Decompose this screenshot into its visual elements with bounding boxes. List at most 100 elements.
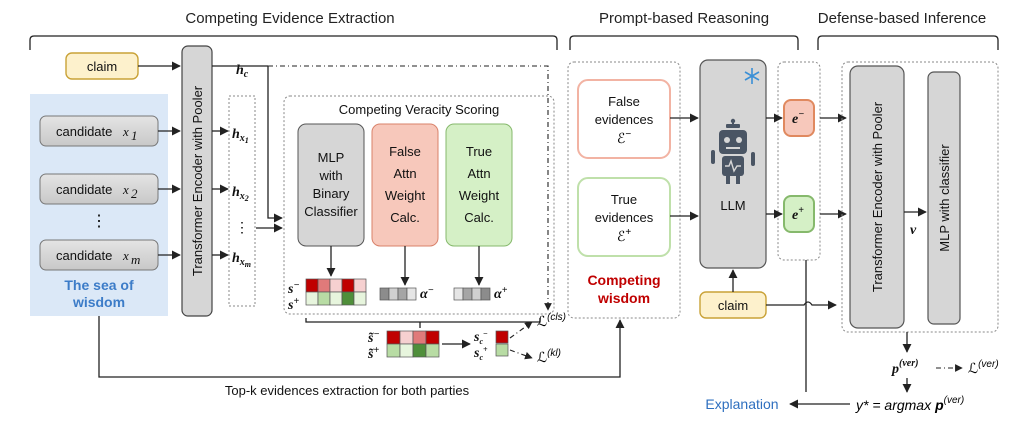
bracket-inference: [817, 35, 999, 50]
svg-text:Binary: Binary: [313, 186, 350, 201]
svg-text:evidences: evidences: [595, 210, 654, 225]
svg-text:e+: e+: [792, 205, 804, 223]
loss-kl: ℒ(kl): [537, 348, 561, 365]
svg-text:LLM: LLM: [720, 198, 745, 213]
sea-of-wisdom-panel: candidate x 1 candidate x 2 ⋮ candidate …: [30, 94, 168, 316]
svg-text:α−: α−: [420, 285, 434, 302]
svg-text:Calc.: Calc.: [390, 210, 420, 225]
svg-text:candidate: candidate: [56, 248, 112, 263]
svg-text:hxm: hxm: [232, 251, 251, 269]
p-ver: p(ver): [891, 358, 918, 377]
svg-text:1: 1: [131, 128, 138, 143]
svg-text:sc−: sc−: [473, 329, 488, 346]
svg-text:Classifier: Classifier: [304, 204, 358, 219]
alpha-plus-bar: α+: [453, 285, 508, 302]
svg-text:s̃−: s̃−: [367, 329, 380, 346]
svg-text:Transformer Encoder with Poole: Transformer Encoder with Pooler: [870, 101, 885, 292]
bracket-reasoning: [569, 35, 799, 50]
svg-text:s−: s−: [287, 280, 300, 297]
llm-box: LLM: [699, 59, 767, 269]
svg-text:⋮: ⋮: [235, 219, 249, 235]
svg-text:claim: claim: [87, 59, 117, 74]
alpha-minus-bar: α−: [379, 285, 434, 302]
svg-text:claim: claim: [718, 298, 748, 313]
svg-text:Calc.: Calc.: [464, 210, 494, 225]
svg-text:MLP with classifier: MLP with classifier: [937, 144, 952, 252]
hidden-states-stack: hx1 hx2 ⋮ hxm: [228, 95, 256, 307]
section-extraction: Competing Evidence Extraction: [29, 10, 558, 50]
e-plus-box: e+: [783, 195, 815, 233]
competing-veracity-scoring: Competing Veracity Scoring MLP with Bina…: [283, 95, 555, 315]
svg-text:ℰ−: ℰ−: [617, 129, 631, 146]
svg-text:Transformer Encoder with Poole: Transformer Encoder with Pooler: [190, 85, 205, 276]
sea-label-line2: wisdom: [72, 294, 125, 310]
candidate-box-m: candidate x m: [39, 239, 159, 271]
candidate-ellipsis: ⋮: [91, 213, 107, 230]
svg-text:x: x: [122, 248, 129, 263]
svg-text:False: False: [389, 144, 421, 159]
false-evidences-box: False evidences ℰ−: [577, 79, 671, 159]
svg-text:True: True: [466, 144, 492, 159]
svg-text:False: False: [608, 94, 640, 109]
svg-text:MLP: MLP: [318, 150, 345, 165]
robot-icon: [711, 118, 755, 184]
loss-ver: ℒ(ver): [968, 359, 999, 376]
scoring-bracket: [305, 318, 541, 323]
candidate-box-2: candidate x 2: [39, 173, 159, 205]
transformer-encoder-left: Transformer Encoder with Pooler: [181, 45, 213, 317]
e-group: e− e+: [777, 61, 821, 261]
bracket-extraction: [29, 35, 558, 50]
svg-text:Weight: Weight: [385, 188, 426, 203]
arrow-claim-encoder-right: [766, 300, 837, 310]
v-label: v: [910, 223, 917, 238]
arrow-sc-lkl: [509, 349, 533, 360]
svg-text:True: True: [611, 192, 637, 207]
competing-wisdom-line2: wisdom: [597, 290, 650, 306]
svg-text:with: with: [318, 168, 342, 183]
weighted-score-grid: s̃− s̃+: [367, 329, 440, 362]
sea-label-line1: The sea of: [64, 277, 134, 293]
svg-text:candidate: candidate: [56, 124, 112, 139]
section-inference: Defense-based Inference: [817, 10, 999, 50]
loss-cls: ℒ(cls): [537, 312, 566, 329]
arrow-hc-loss: [268, 65, 552, 311]
candidate-box-1: candidate x 1: [39, 115, 159, 147]
svg-text:hx1: hx1: [232, 127, 249, 145]
svg-text:Attn: Attn: [393, 166, 416, 181]
evidence-group: False evidences ℰ− True evidences ℰ+ Com…: [567, 61, 681, 319]
svg-text:Competing Veracity Scoring: Competing Veracity Scoring: [339, 102, 499, 117]
section-title-inference: Defense-based Inference: [818, 10, 986, 27]
arrow-hc-scoring: [267, 66, 283, 223]
e-minus-box: e−: [783, 99, 815, 137]
false-attn-weight: False Attn Weight Calc.: [371, 123, 439, 247]
svg-text:hx2: hx2: [232, 185, 249, 203]
true-attn-weight: True Attn Weight Calc.: [445, 123, 513, 247]
svg-text:m: m: [131, 252, 140, 267]
svg-text:Weight: Weight: [459, 188, 500, 203]
arrow-topk: [98, 316, 625, 378]
transformer-encoder-right: Transformer Encoder with Pooler: [849, 65, 905, 329]
section-title-reasoning: Prompt-based Reasoning: [599, 10, 769, 27]
claim-input: claim: [65, 52, 139, 80]
svg-text:ℰ+: ℰ+: [617, 227, 631, 244]
section-title-extraction: Competing Evidence Extraction: [185, 10, 394, 27]
inference-group: Transformer Encoder with Pooler MLP with…: [841, 61, 999, 333]
arrow-sc-lcls: [509, 321, 533, 339]
score-grid: s− s+: [287, 278, 367, 313]
mlp-classifier: MLP with classifier: [927, 71, 961, 325]
svg-text:e−: e−: [792, 109, 804, 127]
snowflake-icon: [744, 68, 760, 84]
sc-scores: sc− sc+: [473, 329, 509, 362]
svg-text:x: x: [122, 182, 129, 197]
svg-text:evidences: evidences: [595, 112, 654, 127]
claim-input-bottom: claim: [699, 291, 767, 319]
svg-text:2: 2: [131, 186, 138, 201]
mlp-binary-classifier: MLP with Binary Classifier: [297, 123, 365, 247]
topk-caption: Top-k evidences extraction for both part…: [225, 383, 470, 398]
svg-text:α+: α+: [494, 285, 508, 302]
svg-text:s+: s+: [287, 296, 299, 313]
svg-text:Attn: Attn: [467, 166, 490, 181]
svg-text:candidate: candidate: [56, 182, 112, 197]
competing-wisdom-line1: Competing: [587, 272, 660, 288]
